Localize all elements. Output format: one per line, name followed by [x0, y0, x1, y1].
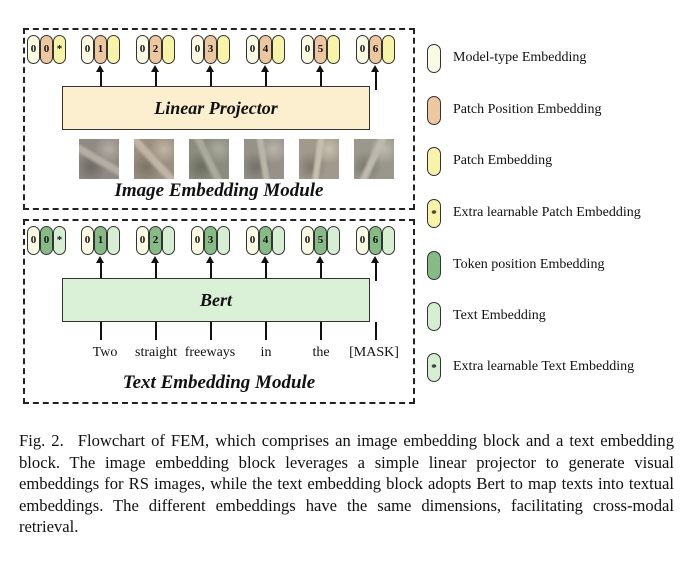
image-patch	[189, 139, 229, 179]
word-connector-line	[100, 322, 102, 340]
text-token-position-pill: 4	[259, 226, 272, 255]
linear-projector-box: Linear Projector	[62, 86, 370, 130]
image-token-extra-learnable-pill: *	[53, 35, 66, 64]
figure-caption: Fig. 2.Flowchart of FEM, which comprises…	[19, 430, 674, 538]
word-connector-line	[320, 322, 322, 340]
legend-label: Patch Position Embedding	[453, 102, 602, 117]
text-token-up-arrow	[317, 256, 323, 281]
image-patch	[299, 139, 339, 179]
text-token-model-type-pill: 0	[81, 226, 94, 255]
image-token-model-type-pill: 0	[191, 35, 204, 64]
text-token-position-pill: 2	[149, 226, 162, 255]
image-token-extra-model-type-pill: 0	[27, 35, 40, 64]
image-patch	[354, 139, 394, 179]
input-word: straight	[135, 345, 177, 360]
text-token-extra-position-pill: 0	[40, 226, 53, 255]
image-token-model-type-pill: 0	[246, 35, 259, 64]
input-word: [MASK]	[349, 345, 399, 360]
image-token-position-pill: 6	[369, 35, 382, 64]
word-connector-line	[265, 322, 267, 340]
text-token-position-pill: 3	[204, 226, 217, 255]
image-token-up-arrow	[262, 65, 268, 90]
bert-encoder-box: Bert	[62, 278, 370, 322]
text-token-extra-learnable-pill: *	[53, 226, 66, 255]
legend-swatch	[427, 147, 441, 176]
legend-swatch	[427, 44, 441, 73]
image-token-position-pill: 5	[314, 35, 327, 64]
image-token-up-arrow	[207, 65, 213, 90]
text-token-model-type-pill: 0	[246, 226, 259, 255]
text-token-up-arrow	[97, 256, 103, 281]
text-token-content-pill	[162, 226, 175, 255]
text-token-position-pill: 6	[369, 226, 382, 255]
image-token-extra-position-pill: 0	[40, 35, 53, 64]
image-token-position-pill: 2	[149, 35, 162, 64]
text-token-model-type-pill: 0	[191, 226, 204, 255]
image-token-up-arrow	[372, 65, 378, 90]
image-token-model-type-pill: 0	[301, 35, 314, 64]
image-embedding-module	[23, 28, 415, 210]
text-token-content-pill	[107, 226, 120, 255]
image-token-content-pill	[272, 35, 285, 64]
image-token-content-pill	[327, 35, 340, 64]
text-token-position-pill: 1	[94, 226, 107, 255]
input-word: the	[312, 345, 330, 360]
image-token-content-pill	[382, 35, 395, 64]
text-token-model-type-pill: 0	[136, 226, 149, 255]
image-patch	[79, 139, 119, 179]
image-module-title: Image Embedding Module	[114, 180, 324, 201]
text-token-up-arrow	[372, 256, 378, 281]
image-token-up-arrow	[97, 65, 103, 90]
legend-label: Model-type Embedding	[453, 50, 587, 65]
text-token-extra-model-type-pill: 0	[27, 226, 40, 255]
input-word: in	[260, 345, 272, 360]
word-connector-line	[375, 322, 377, 340]
image-token-content-pill	[217, 35, 230, 64]
legend-label: Text Embedding	[453, 308, 546, 323]
legend-swatch	[427, 251, 441, 280]
legend-label: Extra learnable Patch Embedding	[453, 205, 641, 220]
legend-swatch: *	[427, 353, 441, 382]
image-token-position-pill: 1	[94, 35, 107, 64]
image-token-content-pill	[107, 35, 120, 64]
image-token-model-type-pill: 0	[136, 35, 149, 64]
text-token-content-pill	[327, 226, 340, 255]
input-word: freeways	[184, 345, 236, 360]
image-token-position-pill: 4	[259, 35, 272, 64]
image-patch	[134, 139, 174, 179]
legend-swatch	[427, 96, 441, 125]
text-token-up-arrow	[152, 256, 158, 281]
input-word: Two	[92, 345, 118, 360]
legend-label: Extra learnable Text Embedding	[453, 359, 635, 374]
word-connector-line	[210, 322, 212, 340]
image-token-up-arrow	[317, 65, 323, 90]
text-token-content-pill	[272, 226, 285, 255]
image-token-content-pill	[162, 35, 175, 64]
text-token-model-type-pill: 0	[356, 226, 369, 255]
caption-text: Flowchart of FEM, which comprises an ima…	[19, 431, 674, 536]
text-module-title: Text Embedding Module	[122, 372, 316, 393]
image-token-model-type-pill: 0	[81, 35, 94, 64]
figure-label: Fig. 2.	[19, 431, 64, 450]
legend-label: Token position Embedding	[453, 257, 605, 272]
image-token-model-type-pill: 0	[356, 35, 369, 64]
text-token-content-pill	[217, 226, 230, 255]
text-embedding-module	[23, 219, 415, 404]
text-token-up-arrow	[207, 256, 213, 281]
text-token-position-pill: 5	[314, 226, 327, 255]
image-patch	[244, 139, 284, 179]
image-token-up-arrow	[152, 65, 158, 90]
text-token-content-pill	[382, 226, 395, 255]
text-token-model-type-pill: 0	[301, 226, 314, 255]
legend-swatch	[427, 302, 441, 331]
image-token-position-pill: 3	[204, 35, 217, 64]
word-connector-line	[155, 322, 157, 340]
legend-swatch: *	[427, 199, 441, 228]
legend-label: Patch Embedding	[453, 153, 553, 168]
text-token-up-arrow	[262, 256, 268, 281]
